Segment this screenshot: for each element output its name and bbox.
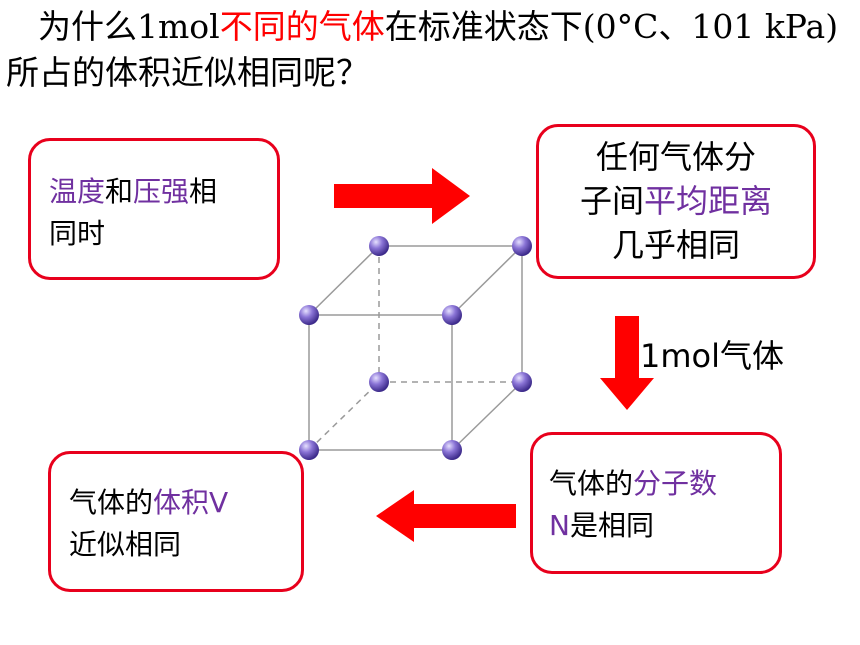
title-part-3: 在标准状态下(0°C、101 kPa)所占的体积近似相同呢？ — [6, 7, 839, 92]
same-text: 相 — [189, 175, 218, 208]
volume-box: 气体的体积V 近似相同 — [48, 451, 304, 592]
one-mol-gas-label: 1mol气体 — [640, 337, 785, 375]
title-part-1: 为什么1mol — [38, 7, 220, 46]
cube-hidden-edge — [308, 381, 380, 451]
arrow-left-icon — [376, 490, 516, 542]
gas-of-text-2: 气体的 — [69, 486, 154, 519]
atom — [369, 372, 389, 392]
average-distance-text: 平均距离 — [644, 182, 773, 220]
is-same-text: 是相同 — [569, 509, 654, 542]
condition-line-2: 同时 — [49, 217, 106, 250]
atom — [512, 372, 532, 392]
cube-edge — [451, 245, 523, 316]
question-title: 为什么1mol不同的气体在标准状态下(0°C、101 kPa)所占的体积近似相同… — [6, 4, 846, 96]
atom — [299, 305, 319, 325]
pressure-text: 压强 — [133, 175, 190, 208]
arrow-down-icon — [600, 316, 654, 410]
arrow-right-icon — [334, 168, 470, 224]
cube-edge — [451, 381, 523, 451]
and-text: 和 — [105, 175, 134, 208]
title-part-2: 不同的气体 — [219, 7, 385, 46]
volume-text: 体积V — [153, 486, 229, 519]
atom — [512, 236, 532, 256]
volume-line-2: 近似相同 — [69, 528, 182, 561]
condition-box: 温度和压强相 同时 — [28, 138, 280, 280]
atom — [442, 305, 462, 325]
atoms — [299, 236, 532, 460]
n-symbol: N — [549, 509, 570, 542]
distance-line-2a: 子间 — [579, 182, 644, 220]
gas-of-text: 气体的 — [549, 467, 634, 500]
cube-edge — [308, 245, 380, 316]
molecule-count-box: 气体的分子数 N是相同 — [530, 432, 782, 574]
atom — [369, 236, 389, 256]
cube-lattice — [308, 245, 523, 451]
atom — [299, 440, 319, 460]
distance-box: 任何气体分 子间平均距离 几乎相同 — [536, 124, 816, 279]
temperature-text: 温度 — [49, 175, 106, 208]
atom — [442, 440, 462, 460]
distance-line-1: 任何气体分 — [595, 138, 756, 176]
molecule-count-text: 分子数 — [633, 467, 718, 500]
distance-line-3: 几乎相同 — [611, 226, 740, 264]
